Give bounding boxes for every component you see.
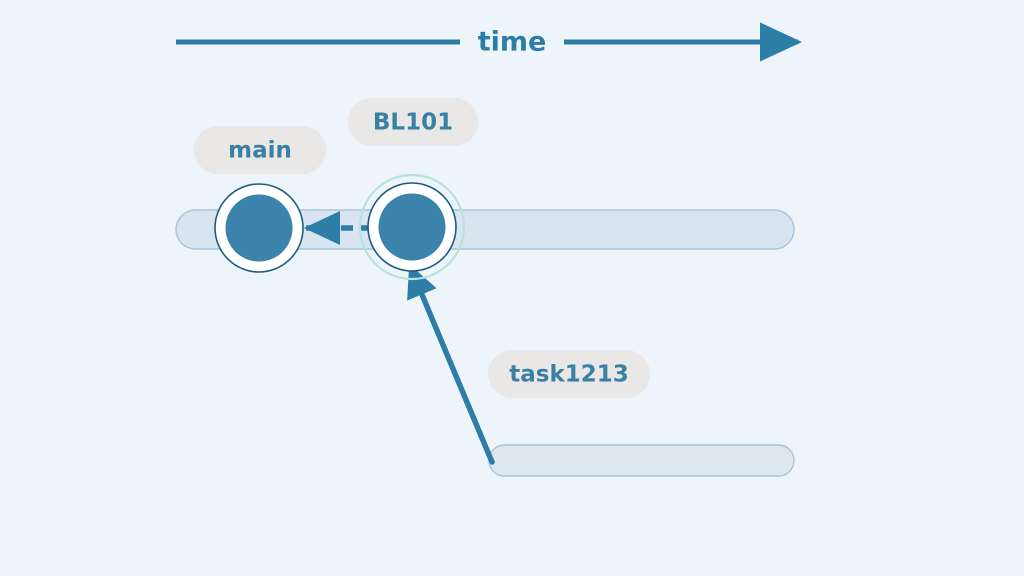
task-branch-lane (488, 444, 795, 477)
branch-label-task1213-pill (488, 350, 650, 398)
commit-node-bl101-halo (358, 173, 466, 281)
branch-label-task1213[interactable]: task1213 (488, 350, 650, 398)
commit-node-bl101-core (378, 193, 446, 261)
branch-label-main-pill (194, 126, 326, 174)
commit-node-main-core (225, 194, 293, 262)
merge-edge-line (407, 263, 495, 465)
merge-edge-task1213-bl101 (407, 263, 495, 465)
tag-label-bl101[interactable]: BL101 (348, 98, 478, 146)
commit-node-main[interactable] (214, 183, 304, 273)
task-lane-bar (488, 444, 795, 477)
branch-label-main[interactable]: main (194, 126, 326, 174)
tag-label-bl101-pill (348, 98, 478, 146)
commit-node-bl101[interactable] (358, 173, 466, 281)
branch-label-task1213-text: task1213 (509, 362, 629, 388)
time-axis-label: time (478, 27, 547, 58)
branch-label-main-text: main (228, 138, 292, 164)
time-axis: time (176, 22, 803, 62)
tag-label-bl101-text: BL101 (373, 110, 453, 136)
